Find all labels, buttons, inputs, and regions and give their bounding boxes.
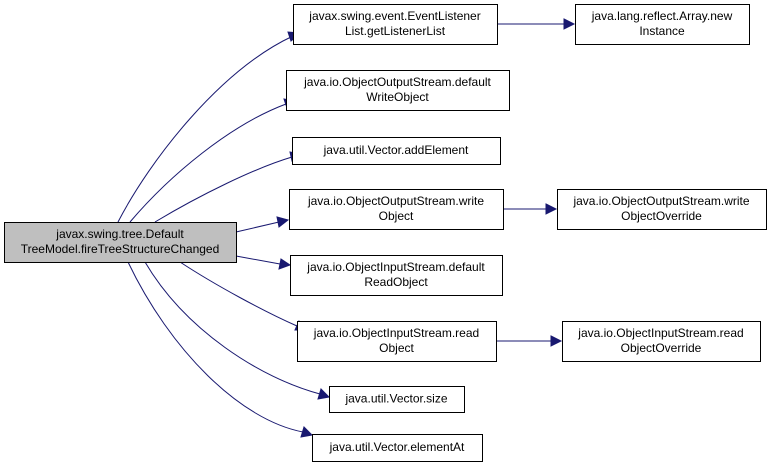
node-box[interactable] <box>575 4 750 45</box>
edge-line <box>235 255 281 265</box>
node-label-line: WriteObject <box>366 90 429 104</box>
node-label-line: Object <box>379 341 414 355</box>
node-n3[interactable]: java.io.ObjectOutputStream.defaultWriteO… <box>286 70 510 111</box>
edge-arrowhead <box>278 258 292 270</box>
node-box[interactable] <box>329 386 465 413</box>
edge-arrowhead <box>545 203 558 215</box>
node-label-line: Instance <box>639 24 685 38</box>
node-box[interactable] <box>297 321 497 362</box>
node-n1[interactable]: javax.swing.event.EventListenerList.getL… <box>293 4 498 45</box>
node-label-line: ReadObject <box>364 275 428 289</box>
edge-root-to-n5 <box>235 216 290 233</box>
node-n7[interactable]: java.io.ObjectInputStream.defaultReadObj… <box>290 255 503 296</box>
node-label-line: javax.swing.event.EventListener <box>308 9 480 23</box>
node-label-line: java.lang.reflect.Array.new <box>591 9 733 23</box>
edge-line <box>129 103 287 223</box>
edge-arrowhead <box>563 18 576 30</box>
node-n4[interactable]: java.util.Vector.addElement <box>292 137 501 165</box>
node-box[interactable] <box>290 255 503 296</box>
node-box[interactable] <box>293 4 498 45</box>
node-box[interactable] <box>557 189 767 230</box>
node-label-line: java.io.ObjectOutputStream.write <box>572 194 749 208</box>
node-label-line: Object <box>379 209 414 223</box>
node-label-line: javax.swing.tree.Default <box>55 227 184 241</box>
node-box[interactable] <box>312 434 483 462</box>
node-label-line: List.getListenerList <box>345 24 446 38</box>
node-label-line: java.io.ObjectInputStream.read <box>577 326 743 340</box>
edge-root-to-n4 <box>154 151 302 223</box>
node-n9[interactable]: java.io.ObjectInputStream.readObjectOver… <box>562 321 761 362</box>
node-label-line: java.util.Vector.elementAt <box>329 440 465 454</box>
edge-line <box>127 261 304 433</box>
node-n11[interactable]: java.util.Vector.elementAt <box>312 434 483 462</box>
edge-n8-to-n9 <box>496 335 563 347</box>
edge-arrowhead <box>550 335 563 347</box>
edge-root-to-n8 <box>179 261 308 331</box>
node-label-line: java.io.ObjectOutputStream.write <box>307 194 484 208</box>
node-label-line: ObjectOverride <box>621 341 702 355</box>
node-label-line: java.io.ObjectInputStream.read <box>313 326 479 340</box>
root-node[interactable]: javax.swing.tree.DefaultTreeModel.fireTr… <box>4 222 237 263</box>
edge-line <box>179 261 298 327</box>
node-label-line: java.util.Vector.size <box>344 392 447 406</box>
edge-arrowhead <box>317 388 331 400</box>
node-box[interactable] <box>562 321 761 362</box>
node-box[interactable] <box>4 222 237 263</box>
node-label-line: java.io.ObjectOutputStream.default <box>303 75 491 89</box>
edge-root-to-n3 <box>129 98 296 223</box>
edge-line <box>144 261 321 395</box>
node-n6[interactable]: java.io.ObjectOutputStream.writeObjectOv… <box>557 189 767 230</box>
edge-line <box>117 35 294 223</box>
node-box[interactable] <box>292 137 501 165</box>
node-label-line: ObjectOverride <box>621 209 702 223</box>
edge-root-to-n11 <box>127 261 314 438</box>
edge-root-to-n1 <box>117 31 303 223</box>
edge-line <box>154 156 293 223</box>
node-label-line: java.io.ObjectInputStream.default <box>306 260 485 274</box>
node-box[interactable] <box>289 189 504 230</box>
nodes-layer: javax.swing.tree.DefaultTreeModel.fireTr… <box>4 4 767 462</box>
node-n10[interactable]: java.util.Vector.size <box>329 386 465 413</box>
edge-root-to-n7 <box>235 255 292 270</box>
node-box[interactable] <box>286 70 510 111</box>
node-label-line: java.util.Vector.addElement <box>323 143 469 157</box>
edge-arrowhead <box>276 216 290 228</box>
node-label-line: TreeModel.fireTreeStructureChanged <box>21 242 220 256</box>
edge-n5-to-n6 <box>503 203 558 215</box>
edge-arrowhead <box>300 426 314 438</box>
edge-line <box>235 221 280 233</box>
edge-n1-to-n2 <box>497 18 576 30</box>
edge-root-to-n10 <box>144 261 331 400</box>
